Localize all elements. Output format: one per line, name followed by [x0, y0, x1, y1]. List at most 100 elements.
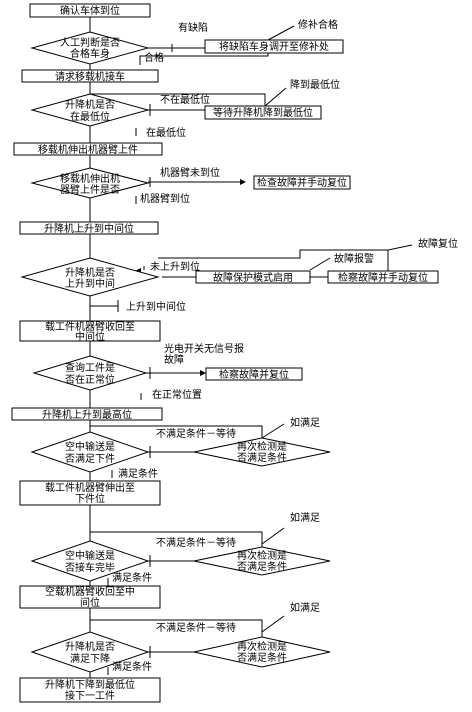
decision-recheck-3-line2: 否满足条件 [237, 651, 287, 664]
label-defect: 有缺陷 [178, 21, 208, 34]
r2-lowered-callout [264, 87, 287, 107]
d1-defect-link [148, 40, 206, 49]
step-request-transfer-text: 请求移载机接车 [55, 70, 125, 83]
note-if-met-3: 如满足 [290, 601, 320, 614]
d4-loop-back [158, 249, 388, 259]
decision-lift-descend-line1: 升降机是否 [65, 640, 115, 653]
note-if-met-1: 如满足 [290, 416, 320, 429]
label-normal-position: 在正常位置 [152, 388, 202, 401]
r6-return [90, 425, 263, 438]
decision-part-position-line2: 否在正常位 [65, 373, 115, 386]
r2-return [90, 93, 266, 106]
decision-recheck-3-line1: 再次检测是 [237, 640, 287, 653]
decision-recheck-1-line1: 再次检测是 [237, 440, 287, 453]
label-wait-2: 不满足条件－等待 [156, 536, 236, 549]
decision-conveyor-unload-line2: 否满足下件 [65, 453, 115, 465]
decision-recheck-3 [193, 636, 331, 668]
step-lift-to-middle [19, 221, 159, 235]
step-lift-to-top [11, 407, 163, 421]
label-wait-1: 不满足条件－等待 [156, 427, 236, 440]
decision-arm-loaded-line1: 移载机伸出机 [60, 172, 120, 185]
r4-alarm-callout [309, 257, 331, 271]
step-lift-lower-next-line2: 接下一工件 [65, 689, 115, 702]
label-arm-ready: 机器臂到位 [140, 192, 190, 205]
step-empty-arm-retract [19, 585, 161, 609]
step-arm-extend-unload-line1: 载工件机器臂伸出至 [45, 481, 135, 494]
process-wait-lowering-text: 等待升降机降到最低位 [213, 106, 313, 119]
step-empty-arm-retract-line1: 空载机器臂收回至中 [45, 585, 135, 598]
decision-lift-lowest-line2: 在最低位 [70, 110, 110, 123]
label-sensor-fault-line2: 故障 [164, 353, 184, 366]
decision-lift-descend [30, 631, 150, 673]
process-move-defect [204, 39, 344, 54]
connectors [89, 17, 413, 678]
step-arm-extend [13, 142, 163, 156]
label-at-lowest: 在最低位 [146, 126, 186, 139]
step-arm-retract-middle-line2: 中间位 [75, 330, 105, 343]
decision-part-position [32, 355, 148, 391]
step-arm-retract-middle [19, 320, 161, 342]
r8-ok-callout [261, 615, 285, 633]
process-fault-protect-text: 故障保护模式启用 [213, 271, 293, 284]
label-sensor-fault-line1: 光电开关无信号报 [164, 342, 244, 355]
decision-lift-middle-line2: 上升到中间 [65, 277, 115, 290]
step-lift-lower-next [19, 677, 161, 703]
d3-armnot-arrow [240, 179, 246, 185]
d5-sensor-arrow [200, 370, 206, 376]
decision-conveyor-received [30, 540, 150, 582]
process-check-fault [253, 175, 351, 190]
step-lift-to-middle-text: 升降机上升到中间位 [44, 222, 134, 235]
process-move-defect-text: 将缺陷车身调开至修补处 [219, 40, 329, 53]
note-if-met-2: 如满足 [290, 511, 320, 524]
note-fault-alarm: 故障报警 [334, 252, 374, 265]
decision-lift-lowest [30, 93, 150, 127]
r8-return [90, 619, 263, 637]
decision-recheck-2-line2: 否满足条件 [237, 560, 287, 573]
r7-ok-callout [261, 527, 285, 545]
process-fault-protect [195, 270, 311, 284]
decision-recheck-1 [193, 437, 331, 467]
label-qualified: 合格 [144, 51, 164, 64]
decision-lift-descend-line2: 满足下降 [70, 652, 110, 665]
decision-lift-middle [20, 257, 160, 297]
step-arm-extend-unload-line2: 下件位 [75, 492, 105, 505]
step-lift-lower-next-line1: 升降机下降到最低位 [45, 678, 135, 691]
process-inspect-reset-2 [205, 367, 303, 381]
process-inspect-reset [327, 270, 439, 284]
step-lift-to-top-text: 升降机上升到最高位 [42, 408, 132, 421]
step-confirm-body [29, 3, 151, 18]
decision-arm-loaded-line2: 器臂上件是否 [60, 183, 120, 196]
decision-lift-lowest-line1: 升降机是否 [65, 98, 115, 111]
step-request-transfer [21, 69, 159, 83]
decision-part-position-line1: 查询工件是 [65, 361, 115, 374]
r6-ok-callout [261, 423, 285, 439]
step-arm-extend-unload [19, 480, 161, 506]
label-at-middle: 上升到中间位 [126, 300, 186, 313]
decision-recheck-1-line2: 否满足条件 [237, 451, 287, 464]
step-empty-arm-retract-line2: 间位 [80, 596, 100, 609]
note-lowered: 降到最低位 [290, 78, 340, 91]
decision-manual-check-line2: 合格车身 [70, 47, 110, 60]
label-not-lowest: 不在最低位 [160, 93, 210, 106]
label-arm-not-ready: 机器臂未到位 [160, 166, 220, 179]
process-wait-lowering [204, 105, 322, 120]
decision-arm-loaded [30, 167, 150, 199]
process-check-fault-text: 检查故障并手动复位 [257, 176, 347, 189]
label-conditions-met-3: 满足条件 [112, 660, 152, 673]
r1-repair-callout [267, 25, 295, 41]
step-arm-retract-middle-line1: 载工件机器臂收回至 [45, 320, 135, 333]
label-wait-3: 不满足条件－等待 [156, 621, 236, 634]
r7-return [90, 531, 263, 547]
decision-manual-check-line1: 人工判断是否 [60, 36, 120, 49]
decision-lift-middle-line1: 升降机是否 [65, 266, 115, 279]
decision-conveyor-received-line1: 空中输送是 [65, 549, 115, 562]
decision-recheck-2-line1: 再次检测是 [237, 549, 287, 562]
label-conditions-met-1: 满足条件 [118, 467, 158, 480]
step-confirm-body-text: 确认车体到位 [60, 4, 120, 17]
decision-conveyor-unload-line1: 空中输送是 [65, 440, 115, 453]
r4b-reset-return [387, 244, 413, 271]
note-fault-reset: 故障复位 [418, 237, 458, 250]
process-inspect-reset-2-text: 检察故障并复位 [219, 368, 289, 381]
